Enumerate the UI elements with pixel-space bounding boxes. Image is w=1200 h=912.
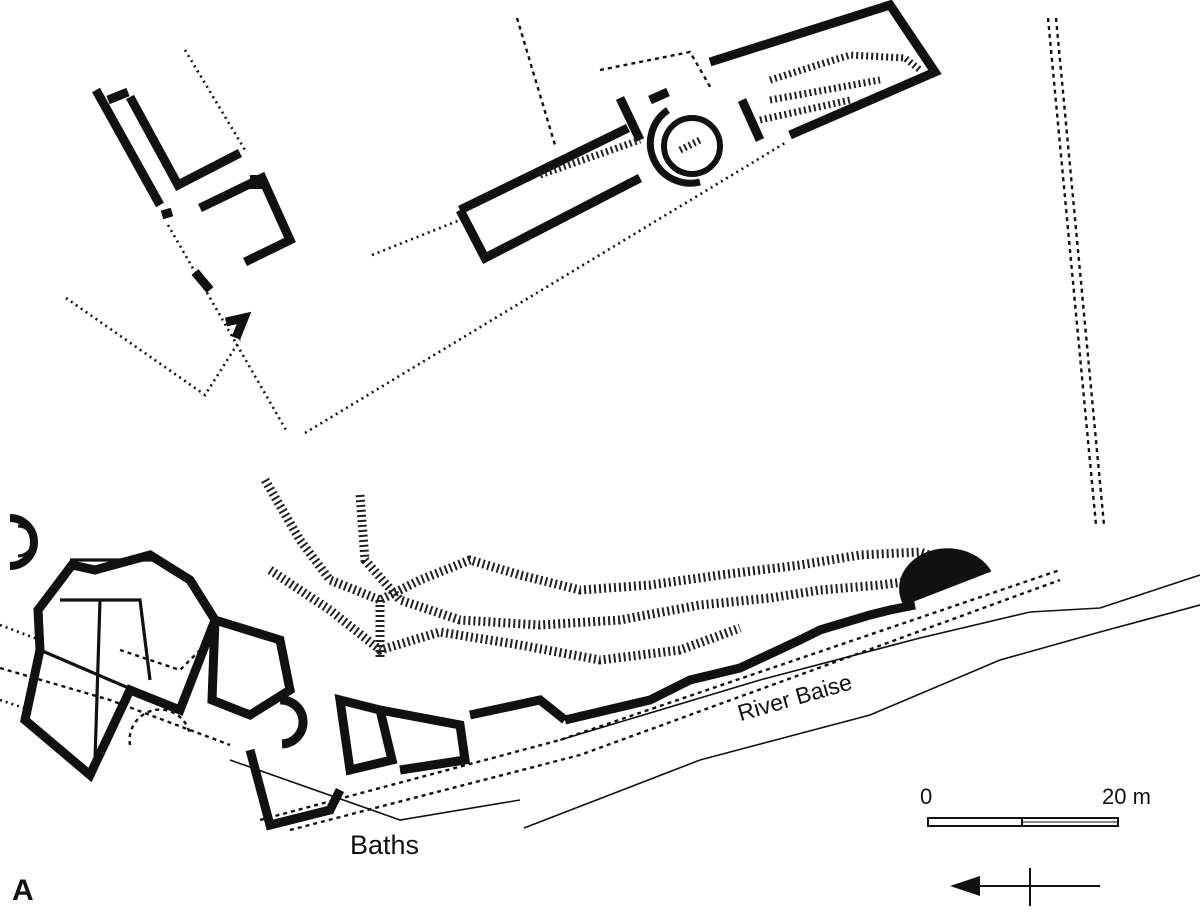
scale-end-label: 20 m (1102, 784, 1151, 809)
panel-letter: A (12, 874, 34, 907)
terrace-banks (261, 477, 962, 665)
scale-bar (927, 817, 1119, 827)
scale-start-label: 0 (920, 784, 933, 809)
river-baise (523, 574, 1200, 829)
baths-label: Baths (350, 830, 420, 860)
baths-complex (0, 514, 568, 831)
north-villa (304, 0, 942, 435)
northwest-building (65, 49, 296, 431)
east-boundary (1046, 17, 1106, 526)
north-arrow-icon (950, 868, 1100, 906)
river-wall (229, 548, 1061, 832)
